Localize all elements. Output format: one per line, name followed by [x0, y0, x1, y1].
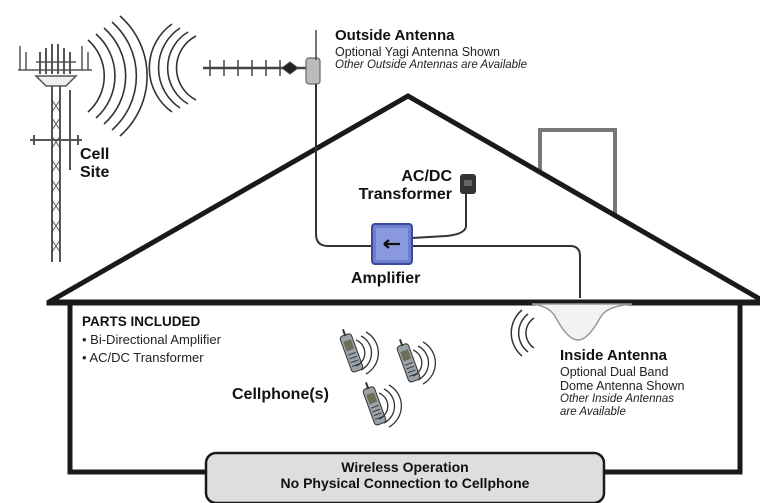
signal-waves-icon [148, 23, 197, 113]
yagi-antenna-icon [203, 30, 321, 85]
inside-antenna-cable [412, 245, 581, 298]
signal-waves-icon [87, 15, 148, 137]
outside-antenna-title: Outside Antenna [335, 27, 455, 44]
transformer-cable [411, 194, 467, 239]
cellphones-label: Cellphone(s) [232, 386, 329, 403]
outside-antenna-subtitle: Optional Yagi Antenna Shown [335, 44, 500, 59]
dome-antenna-icon [531, 303, 633, 341]
cellphone-icon [362, 382, 387, 426]
transformer-icon [460, 174, 476, 194]
signal-waves-icon [510, 309, 535, 357]
transformer-label: AC/DC Transformer [358, 168, 452, 203]
wireless-banner [204, 451, 606, 503]
amplifier-label: Amplifier [351, 270, 421, 287]
cell-site-label: Cell Site [80, 146, 110, 181]
inside-antenna-label: Inside Antenna Optional Dual Band Dome A… [560, 347, 685, 418]
cellphone-icon [396, 339, 421, 383]
banner-text: Wireless Operation No Physical Connectio… [280, 459, 530, 491]
signal-waves-icon [355, 331, 436, 428]
cellphone-icon [339, 329, 364, 373]
parts-heading: PARTS INCLUDED [82, 314, 201, 329]
cell-tower-icon [18, 44, 92, 262]
amplifier-icon [371, 223, 413, 265]
outside-antenna-label: Outside Antenna Optional Yagi Antenna Sh… [335, 27, 527, 72]
parts-item: • Bi-Directional Amplifier [82, 332, 221, 348]
parts-item: • AC/DC Transformer [82, 349, 204, 365]
inside-antenna-title: Inside Antenna [560, 347, 667, 364]
outside-antenna-cable [315, 84, 372, 247]
parts-included: PARTS INCLUDED • Bi-Directional Amplifie… [82, 313, 221, 366]
outside-antenna-note: Other Outside Antennas are Available [335, 58, 527, 71]
